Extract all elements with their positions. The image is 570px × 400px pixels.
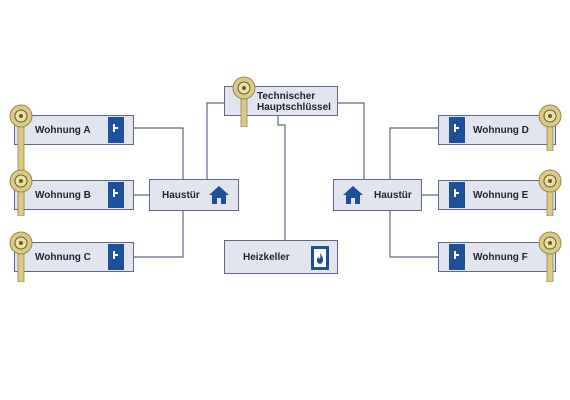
connector-master-heizkeller bbox=[277, 115, 286, 240]
node-wohnung-a: Wohnung A bbox=[14, 115, 134, 145]
node-label: Wohnung A bbox=[35, 125, 91, 136]
node-label: Wohnung B bbox=[35, 190, 91, 201]
key-icon bbox=[538, 104, 562, 151]
master-label-line2: Hauptschlüssel bbox=[257, 102, 331, 113]
key-icon bbox=[232, 76, 256, 127]
node-haustuer-right: Haustür bbox=[333, 179, 422, 211]
door-icon bbox=[108, 244, 124, 270]
door-icon bbox=[449, 244, 465, 270]
house-icon bbox=[343, 186, 363, 204]
boiler-icon bbox=[311, 246, 329, 270]
node-wohnung-f: Wohnung F bbox=[438, 242, 556, 272]
node-label: Wohnung C bbox=[35, 252, 91, 263]
connector-a-haustuer bbox=[133, 127, 184, 180]
node-label: Technischer Hauptschlüssel bbox=[257, 91, 331, 113]
node-wohnung-c: Wohnung C bbox=[14, 242, 134, 272]
door-icon bbox=[449, 117, 465, 143]
node-haustuer-left: Haustür bbox=[149, 179, 239, 211]
node-label: Heizkeller bbox=[243, 252, 290, 263]
key-icon bbox=[9, 169, 33, 216]
node-wohnung-b: Wohnung B bbox=[14, 180, 134, 210]
node-label: Wohnung E bbox=[473, 190, 529, 201]
key-icon bbox=[538, 231, 562, 282]
connector-haustuer-master-left bbox=[206, 102, 224, 180]
door-icon bbox=[108, 117, 124, 143]
node-heizkeller: Heizkeller bbox=[224, 240, 338, 274]
node-label: Wohnung F bbox=[473, 252, 528, 263]
connector-c-haustuer bbox=[133, 210, 184, 258]
node-label: Wohnung D bbox=[473, 125, 529, 136]
connector-master-haustuer-right bbox=[337, 102, 365, 180]
connector-d-haustuer bbox=[389, 127, 440, 180]
key-icon bbox=[9, 231, 33, 282]
door-icon bbox=[108, 182, 124, 208]
node-label: Haustür bbox=[162, 190, 200, 201]
node-wohnung-d: Wohnung D bbox=[438, 115, 556, 145]
house-icon bbox=[209, 186, 229, 204]
connector-f-haustuer bbox=[389, 210, 440, 258]
node-label: Haustür bbox=[374, 190, 412, 201]
key-icon bbox=[538, 169, 562, 216]
node-wohnung-e: Wohnung E bbox=[438, 180, 556, 210]
master-label-line1: Technischer bbox=[257, 91, 316, 102]
door-icon bbox=[449, 182, 465, 208]
